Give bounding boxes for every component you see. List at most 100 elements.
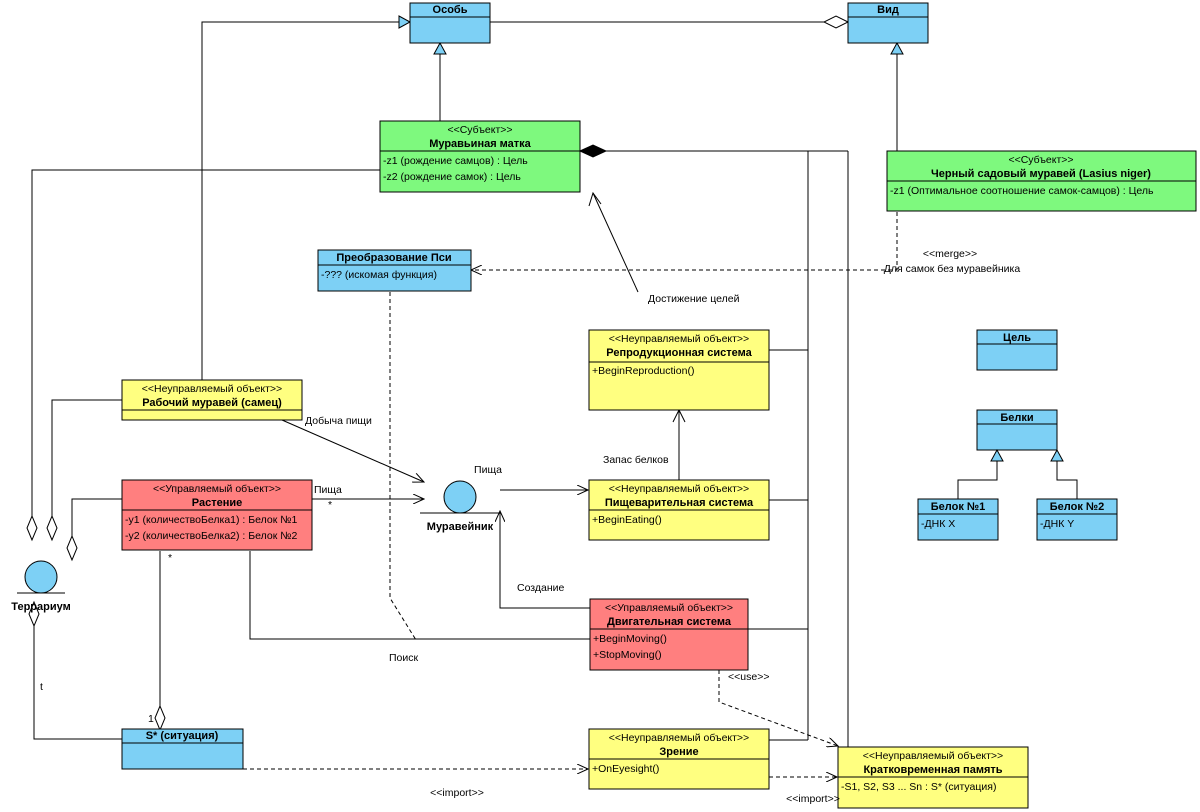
class-matka-attr-2: -z2 (рождение самок) : Цель [383,171,521,183]
label-zapas: Запас белков [603,454,669,466]
sozdanie-arrow [500,511,590,609]
merge-dependency [471,212,898,270]
terrarium-label: Террариум [11,601,70,613]
class-cherny[interactable]: <<Субъект>> Черный садовый муравей (Lasi… [886,150,1197,212]
class-vid-name: Вид [877,4,899,16]
class-zrenie-name: Зрение [659,746,698,758]
generalization-triangle-belki-1 [990,448,1004,462]
class-dvig-op-1: +BeginMoving() [593,633,667,645]
label-merge: <<merge>> [923,248,977,260]
class-matka-stereotype: <<Субъект>> [447,124,512,136]
class-osob-name: Особь [433,4,468,16]
class-preobraz-attr-1: -??? (искомая функция) [321,269,437,281]
muraveynik-label: Муравейник [427,521,494,533]
generalization-triangle-osob-left [398,15,412,29]
class-dvig-name: Двигательная система [607,616,732,628]
class-pishch-op-1: +BeginEating() [592,514,662,526]
label-use: <<use>> [728,671,769,683]
class-belok1-attr-1: -ДНК X [921,518,955,530]
class-dvig-stereotype: <<Управляемый объект>> [605,602,733,614]
class-pamyat-stereotype: <<Неуправляемый объект>> [863,750,1003,762]
class-dvig-op-2: +StopMoving() [593,649,662,661]
rastenie-terrarium-aggregation [71,498,122,536]
aggregation-diamond-t1 [26,514,38,542]
class-belok2-attr-1: -ДНК Y [1040,518,1074,530]
aggregation-diamond-vid [822,15,850,29]
label-pishcha: Пища [314,484,342,496]
class-cherny-name: Черный садовый муравей (Lasius niger) [931,168,1151,180]
class-rastenie-name: Растение [192,497,242,509]
class-situaciya[interactable]: S* (ситуация) [121,728,244,770]
generalization-triangle-osob-bottom [433,41,447,55]
dobycha-arrow [281,419,424,482]
dostizhenie-arrow [592,192,639,293]
rabochiy-terrarium-aggregation [51,399,122,516]
class-matka[interactable]: <<Субъект>> Муравьиная матка -z1 (рожден… [379,120,581,193]
composition-diamond-matka [578,144,608,158]
class-pishch-name: Пищеварительная система [605,497,754,509]
generalization-triangle-vid [890,41,904,55]
muraveynik-top-label: Пища [474,464,502,476]
class-pamyat-attr-1: -S1, S2, S3 ... Sn : S* (ситуация) [841,781,996,793]
belki-generalizations [957,448,1078,499]
class-pishch[interactable]: <<Неуправляемый объект>> Пищеварительная… [588,479,770,541]
class-pamyat-name: Кратковременная память [863,764,1002,776]
aggregation-diamond-t3 [66,534,78,562]
label-star-2: * [168,552,172,564]
class-dvig[interactable]: <<Управляемый объект>> Двигательная сист… [589,598,749,671]
class-vid[interactable]: Вид [847,2,929,44]
class-rastenie-attr-2: -y2 (количествоБелка2) : Белок №2 [125,530,297,542]
class-belki-name: Белки [1000,412,1033,424]
label-import-2: <<import>> [786,793,840,805]
class-belki[interactable]: Белки [976,409,1058,451]
class-rastenie[interactable]: <<Управляемый объект>> Растение -y1 (кол… [121,479,313,551]
label-poisk: Поиск [389,652,419,664]
class-belok2-name: Белок №2 [1050,501,1105,513]
class-rabochiy-stereotype: <<Неуправляемый объект>> [142,383,282,395]
class-belok1-name: Белок №1 [931,501,986,513]
actor-muraveynik: Пища Муравейник [420,464,502,533]
class-osob[interactable]: Особь [409,2,491,44]
label-t: t [40,681,43,693]
label-star-1: * [328,499,332,511]
actor-terrarium: Террариум [11,560,71,613]
terrarium-circle [24,560,58,594]
terrarium-situation-line [33,626,122,740]
rabochiy-osob-generalization [201,21,399,380]
class-rastenie-stereotype: <<Управляемый объект>> [153,483,281,495]
aggregation-diamond-t2 [46,514,58,542]
class-repro-op-1: +BeginReproduction() [592,365,694,377]
class-rastenie-attr-1: -y1 (количествоБелка1) : Белок №1 [125,514,297,526]
class-matka-name: Муравьиная матка [429,138,531,150]
class-repro[interactable]: <<Неуправляемый объект>> Репродукционная… [588,329,770,411]
class-pishch-stereotype: <<Неуправляемый объект>> [609,483,749,495]
generalization-triangle-belki-2 [1050,448,1064,462]
class-cherny-attr-1: -z1 (Оптимальное соотношение самок-самцо… [890,185,1154,197]
class-cel[interactable]: Цель [976,329,1058,371]
dostizhenie-arrowhead [588,191,602,207]
label-sozdanie: Создание [517,582,565,594]
class-repro-name: Репродукционная система [606,347,752,359]
class-cel-name: Цель [1003,332,1031,344]
connector-labels: <<merge>> Для самок без муравейника Дост… [40,248,1020,805]
class-preobraz-name: Преобразование Пси [336,252,451,264]
class-belok2[interactable]: Белок №2 -ДНК Y [1036,498,1118,541]
class-zrenie[interactable]: <<Неуправляемый объект>> Зрение +OnEyesi… [588,728,770,790]
label-dobycha: Добыча пищи [305,415,372,427]
class-preobraz[interactable]: Преобразование Пси -??? (искомая функция… [317,249,472,292]
poisk-line [249,551,590,640]
class-matka-attr-1: -z1 (рождение самцов) : Цель [383,155,528,167]
class-pamyat[interactable]: <<Неуправляемый объект>> Кратковременная… [837,746,1029,809]
class-belok1[interactable]: Белок №1 -ДНК X [917,498,999,541]
preobraz-dashed-line [389,292,417,641]
class-repro-stereotype: <<Неуправляемый объект>> [609,333,749,345]
class-rabochiy[interactable]: <<Неуправляемый объект>> Рабочий муравей… [121,379,303,421]
connectors [26,15,904,777]
aggregation-diamond-situation [154,704,166,732]
class-rabochiy-name: Рабочий муравей (самец) [142,397,282,409]
label-merge-note: Для самок без муравейника [884,263,1021,275]
label-dostizhenie: Достижение целей [648,293,740,305]
class-zrenie-stereotype: <<Неуправляемый объект>> [609,732,749,744]
use-dvig-pamyat [718,670,838,746]
